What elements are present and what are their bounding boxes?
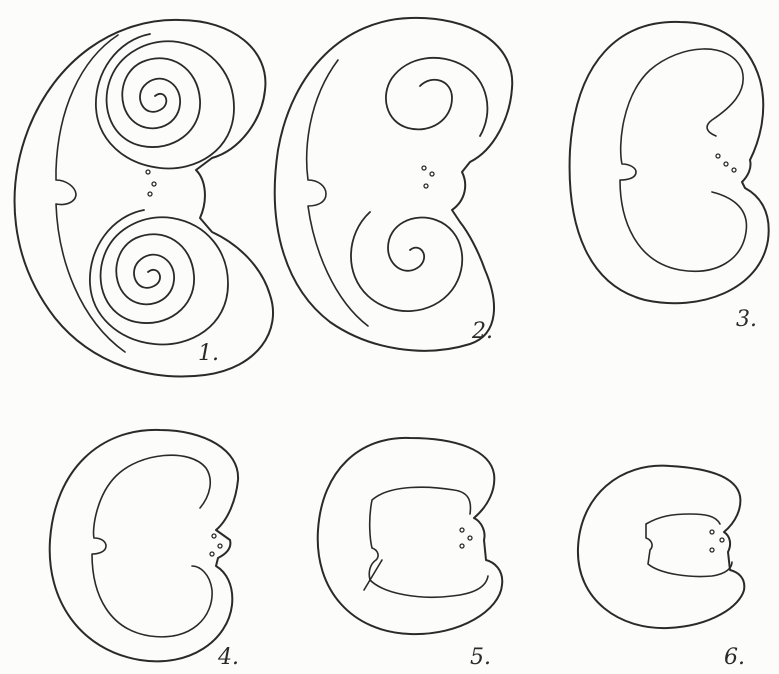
- figure-5-outer-outline: [318, 438, 503, 634]
- figure-6: 6.: [578, 466, 745, 670]
- figure-6-inner-outline: [646, 514, 732, 577]
- figure-4-hilum-dot: [210, 552, 214, 556]
- figure-1-hilum-dot: [152, 182, 156, 186]
- figure-2-upper-spiral: [386, 58, 488, 136]
- figure-3-hilum-dot: [724, 162, 728, 166]
- figure-1-upper-spiral: [96, 34, 234, 168]
- figure-6-hilum-dot: [720, 538, 724, 542]
- figure-6-outer-outline: [578, 466, 744, 628]
- figure-1-label: 1.: [198, 341, 219, 366]
- figure-6-hilum-dot: [710, 530, 714, 534]
- figure-1-hilum-dot: [146, 170, 150, 174]
- figure-1-lower-spiral: [90, 210, 228, 344]
- figure-5-notch-tail: [364, 560, 382, 590]
- figure-2-lower-spiral: [351, 212, 462, 311]
- figure-5: 5.: [318, 438, 503, 670]
- figure-5-hilum-dot: [468, 536, 472, 540]
- figure-5-hilum-dot: [460, 544, 464, 548]
- figure-4-hilum-dot: [212, 534, 216, 538]
- figure-6-label: 6.: [724, 645, 745, 670]
- figure-4-hilum-dot: [218, 544, 222, 548]
- figure-5-hilum-dot: [460, 528, 464, 532]
- figure-4-label: 4.: [217, 645, 239, 670]
- figure-4: 4.: [50, 430, 239, 670]
- figure-2: 2.: [275, 18, 513, 351]
- figure-1-hilum-dot: [148, 192, 152, 196]
- figure-4-outer-outline: [50, 430, 238, 661]
- figure-3-hilum-dot: [732, 168, 736, 172]
- figure-3-label: 3.: [736, 307, 757, 332]
- figure-3-hilum-dot: [716, 154, 720, 158]
- figure-2-hilum-dot: [424, 184, 428, 188]
- figure-3-inner-outline: [620, 49, 746, 271]
- figure-6-hilum-dot: [710, 548, 714, 552]
- figure-4-inner-outline: [92, 455, 212, 637]
- figure-5-label: 5.: [470, 645, 491, 670]
- figure-2-outer-outline: [275, 18, 513, 351]
- figure-2-hilum-dot: [430, 172, 434, 176]
- figure-1-inner-outline: [56, 35, 125, 352]
- figure-2-label: 2.: [471, 319, 493, 344]
- figure-5-inner-outline: [369, 487, 488, 597]
- figure-2-hilum-dot: [422, 166, 426, 170]
- figure-3: 3.: [570, 22, 769, 332]
- figure-1: 1.: [15, 20, 273, 377]
